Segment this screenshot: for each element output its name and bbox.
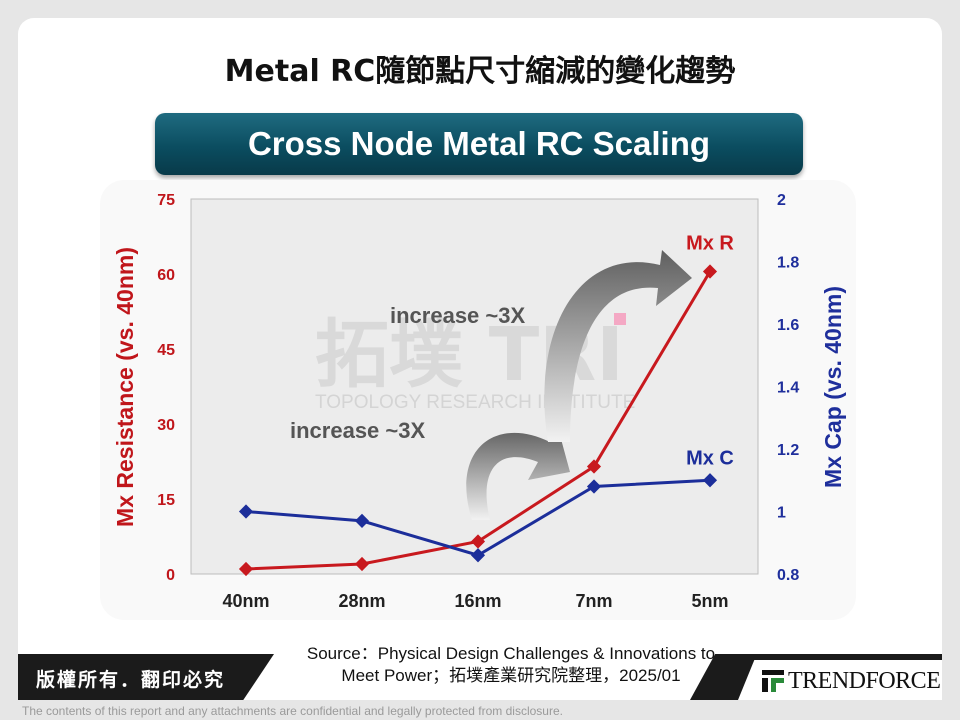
y-left-tick-label: 60 [157, 267, 175, 284]
chart-panel: 拓墣 TRI TOPOLOGY RESEARCH INSTITUTE incre… [100, 180, 856, 620]
data-point [238, 504, 254, 519]
page-title: Metal RC隨節點尺寸縮減的變化趨勢 [224, 54, 736, 89]
curved-arrow-icon [544, 250, 692, 442]
y-left-tick-label: 30 [157, 417, 175, 434]
y-left-tick-label: 45 [157, 342, 175, 359]
data-point [702, 264, 718, 279]
data-point [470, 534, 486, 549]
x-tick-label: 16nm [454, 591, 501, 611]
curved-arrow-icon [466, 428, 570, 520]
watermark-text: TOPOLOGY RESEARCH INSTITUTE [315, 392, 635, 413]
disclaimer-text: The contents of this report and any atta… [22, 704, 563, 718]
x-tick-label: 5nm [691, 591, 728, 611]
trendforce-logo-icon [762, 670, 784, 692]
y-right-tick-label: 1.4 [777, 380, 799, 397]
y-left-axis-title: Mx Resistance (vs. 40nm) [112, 247, 138, 527]
source-line-2: Meet Power；拓墣產業研究院整理，2025/01 [341, 666, 681, 685]
data-point [354, 513, 370, 528]
y-left-tick-label: 0 [166, 567, 175, 584]
copyright-text: 版權所有．翻印必究 [36, 669, 226, 691]
pink-marker [614, 313, 626, 325]
x-tick-label: 7nm [575, 591, 612, 611]
source-line-1: Source：Physical Design Challenges & Inno… [306, 644, 716, 663]
y-left-tick-label: 75 [157, 192, 175, 209]
annotation-increase-upper: increase ~3X [390, 303, 525, 328]
data-point [354, 556, 370, 572]
y-right-tick-label: 1.8 [777, 255, 799, 272]
y-left-tick-label: 15 [157, 492, 175, 509]
series-label: Mx C [686, 447, 734, 469]
y-right-tick-label: 0.8 [777, 567, 799, 584]
y-right-tick-label: 1 [777, 505, 786, 522]
y-right-axis-title: Mx Cap (vs. 40nm) [820, 286, 846, 488]
data-point [238, 561, 254, 577]
x-tick-label: 40nm [222, 591, 269, 611]
source-text: Source：Physical Design Challenges & Inno… [276, 643, 746, 687]
data-point [586, 459, 602, 474]
data-point [586, 479, 602, 494]
chart: 拓墣 TRI TOPOLOGY RESEARCH INSTITUTE incre… [112, 192, 846, 611]
brand-logo-text: TRENDFORCE [788, 668, 941, 694]
y-right-tick-label: 1.6 [777, 317, 799, 334]
series-label: Mx R [686, 233, 734, 255]
data-point [470, 548, 486, 563]
footer-bar [18, 654, 274, 700]
annotation-increase-lower: increase ~3X [290, 418, 425, 443]
y-right-tick-label: 2 [777, 192, 786, 209]
chart-banner: Cross Node Metal RC Scaling [155, 113, 803, 175]
x-tick-label: 28nm [338, 591, 385, 611]
y-right-tick-label: 1.2 [777, 442, 799, 459]
data-point [702, 473, 718, 488]
